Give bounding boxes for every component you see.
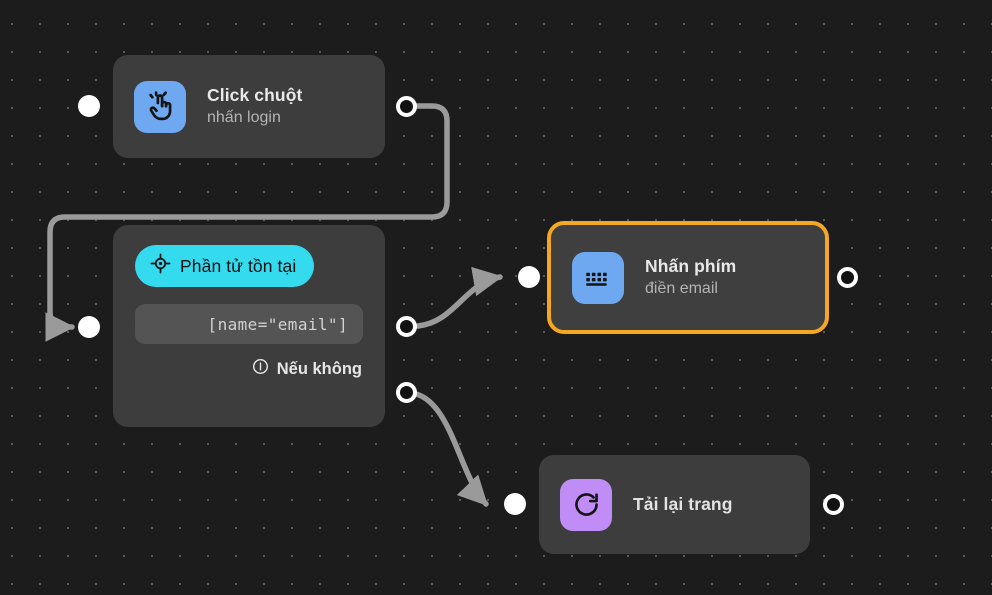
port-click-input[interactable] <box>78 95 100 117</box>
condition-else-label: Nếu không <box>276 359 362 378</box>
refresh-icon <box>560 478 612 531</box>
node-keypress[interactable]: Nhấn phím điền email <box>547 221 829 334</box>
node-click-content: Click chuột nhấn login <box>113 55 385 158</box>
node-keypress-labels: Nhấn phím điền email <box>645 255 736 299</box>
node-keypress-subtitle: điền email <box>645 280 718 298</box>
condition-selector-value: [name="email"] <box>207 314 348 334</box>
condition-selector-field[interactable]: [name="email"] <box>135 304 363 344</box>
port-condition-output-else[interactable] <box>396 382 417 403</box>
node-keypress-title: Nhấn phím <box>645 256 737 277</box>
node-click-subtitle: nhấn login <box>207 109 281 127</box>
node-reload[interactable]: Tải lại trang <box>539 455 810 554</box>
pointer-click-icon <box>134 80 186 133</box>
keyboard-icon <box>572 251 624 304</box>
node-click-labels: Click chuột nhấn login <box>207 84 302 128</box>
condition-badge[interactable]: Phần tử tồn tại <box>135 245 315 287</box>
info-circle-icon <box>252 358 269 380</box>
port-reload-input[interactable] <box>504 493 526 515</box>
port-click-output[interactable] <box>396 96 417 117</box>
node-click[interactable]: Click chuột nhấn login <box>113 55 385 158</box>
condition-else-row[interactable]: Nếu không <box>135 358 363 380</box>
crosshair-target-icon <box>150 253 171 279</box>
port-keypress-input[interactable] <box>518 266 540 288</box>
node-condition-content: Phần tử tồn tại [name="email"] Nếu không <box>113 225 385 380</box>
node-reload-content: Tải lại trang <box>539 455 810 554</box>
node-condition[interactable]: Phần tử tồn tại [name="email"] Nếu không <box>113 225 385 427</box>
node-click-title: Click chuột <box>207 85 303 106</box>
node-keypress-content: Nhấn phím điền email <box>551 225 825 330</box>
condition-badge-label: Phần tử tồn tại <box>180 255 297 276</box>
edge-condition-to-reload <box>413 391 489 507</box>
port-reload-output[interactable] <box>823 494 844 515</box>
port-condition-input[interactable] <box>78 316 100 338</box>
edge-condition-to-keypress <box>415 266 503 329</box>
port-keypress-output[interactable] <box>837 267 858 288</box>
port-condition-output-then[interactable] <box>396 316 417 337</box>
node-reload-title: Tải lại trang <box>633 494 733 514</box>
